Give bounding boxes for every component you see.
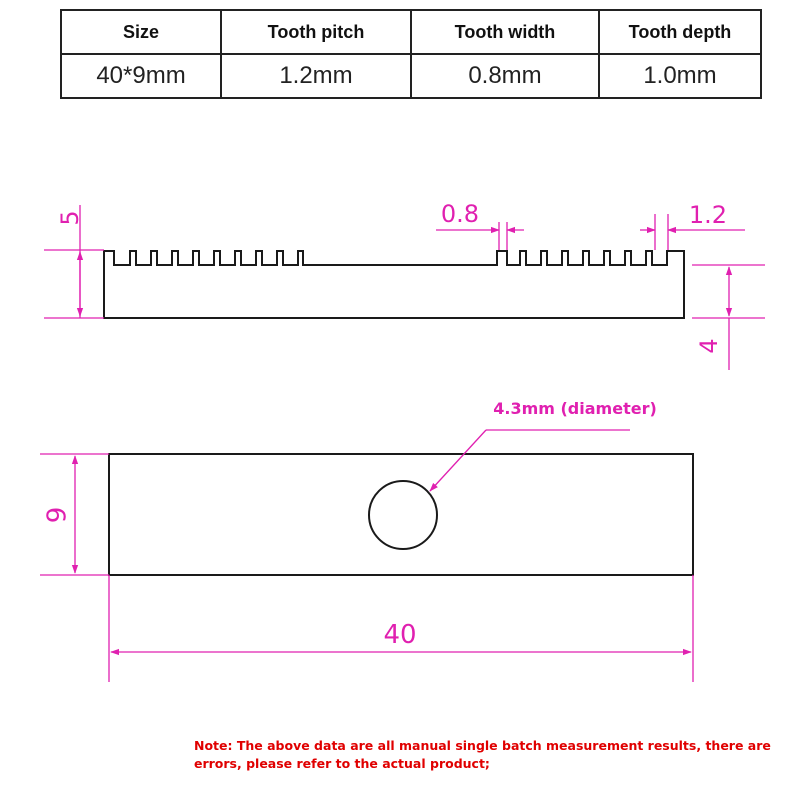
- side-view: 5 0.8 1.2 4: [44, 200, 765, 370]
- tooth-width-dimension: [436, 222, 524, 250]
- rack-profile-outline: [103, 250, 685, 319]
- tooth-pitch-dimension: [640, 214, 745, 250]
- spec-table: Size Tooth pitch Tooth width Tooth depth…: [60, 9, 762, 99]
- base-height-label: 4: [695, 338, 723, 353]
- mounting-hole: [368, 480, 438, 550]
- hole-diameter-label: 4.3mm (diameter): [493, 399, 657, 418]
- measurement-note: Note: The above data are all manual sing…: [194, 738, 771, 771]
- header-tooth-width: Tooth width: [410, 9, 600, 55]
- header-tooth-depth: Tooth depth: [598, 9, 762, 55]
- width-dimension: [40, 453, 109, 576]
- value-tooth-pitch: 1.2mm: [220, 53, 412, 99]
- header-size: Size: [60, 9, 222, 55]
- value-tooth-width: 0.8mm: [410, 53, 600, 99]
- header-tooth-pitch: Tooth pitch: [220, 9, 412, 55]
- value-tooth-depth: 1.0mm: [598, 53, 762, 99]
- base-height-dimension: [692, 264, 765, 370]
- width-label: 9: [43, 507, 73, 524]
- top-view: 4.3mm (diameter) 9 40: [40, 399, 694, 682]
- tooth-pitch-label: 1.2: [689, 201, 727, 229]
- hole-leader: [429, 429, 630, 492]
- height-dimension: [44, 205, 104, 319]
- tooth-width-label: 0.8: [441, 200, 479, 228]
- spec-header-row: Size Tooth pitch Tooth width Tooth depth: [60, 9, 762, 55]
- height-label: 5: [56, 210, 84, 225]
- length-dimension: [108, 575, 694, 682]
- value-size: 40*9mm: [60, 53, 222, 99]
- spec-value-row: 40*9mm 1.2mm 0.8mm 1.0mm: [60, 53, 762, 99]
- length-label: 40: [383, 620, 416, 650]
- rack-top-outline: [108, 453, 694, 576]
